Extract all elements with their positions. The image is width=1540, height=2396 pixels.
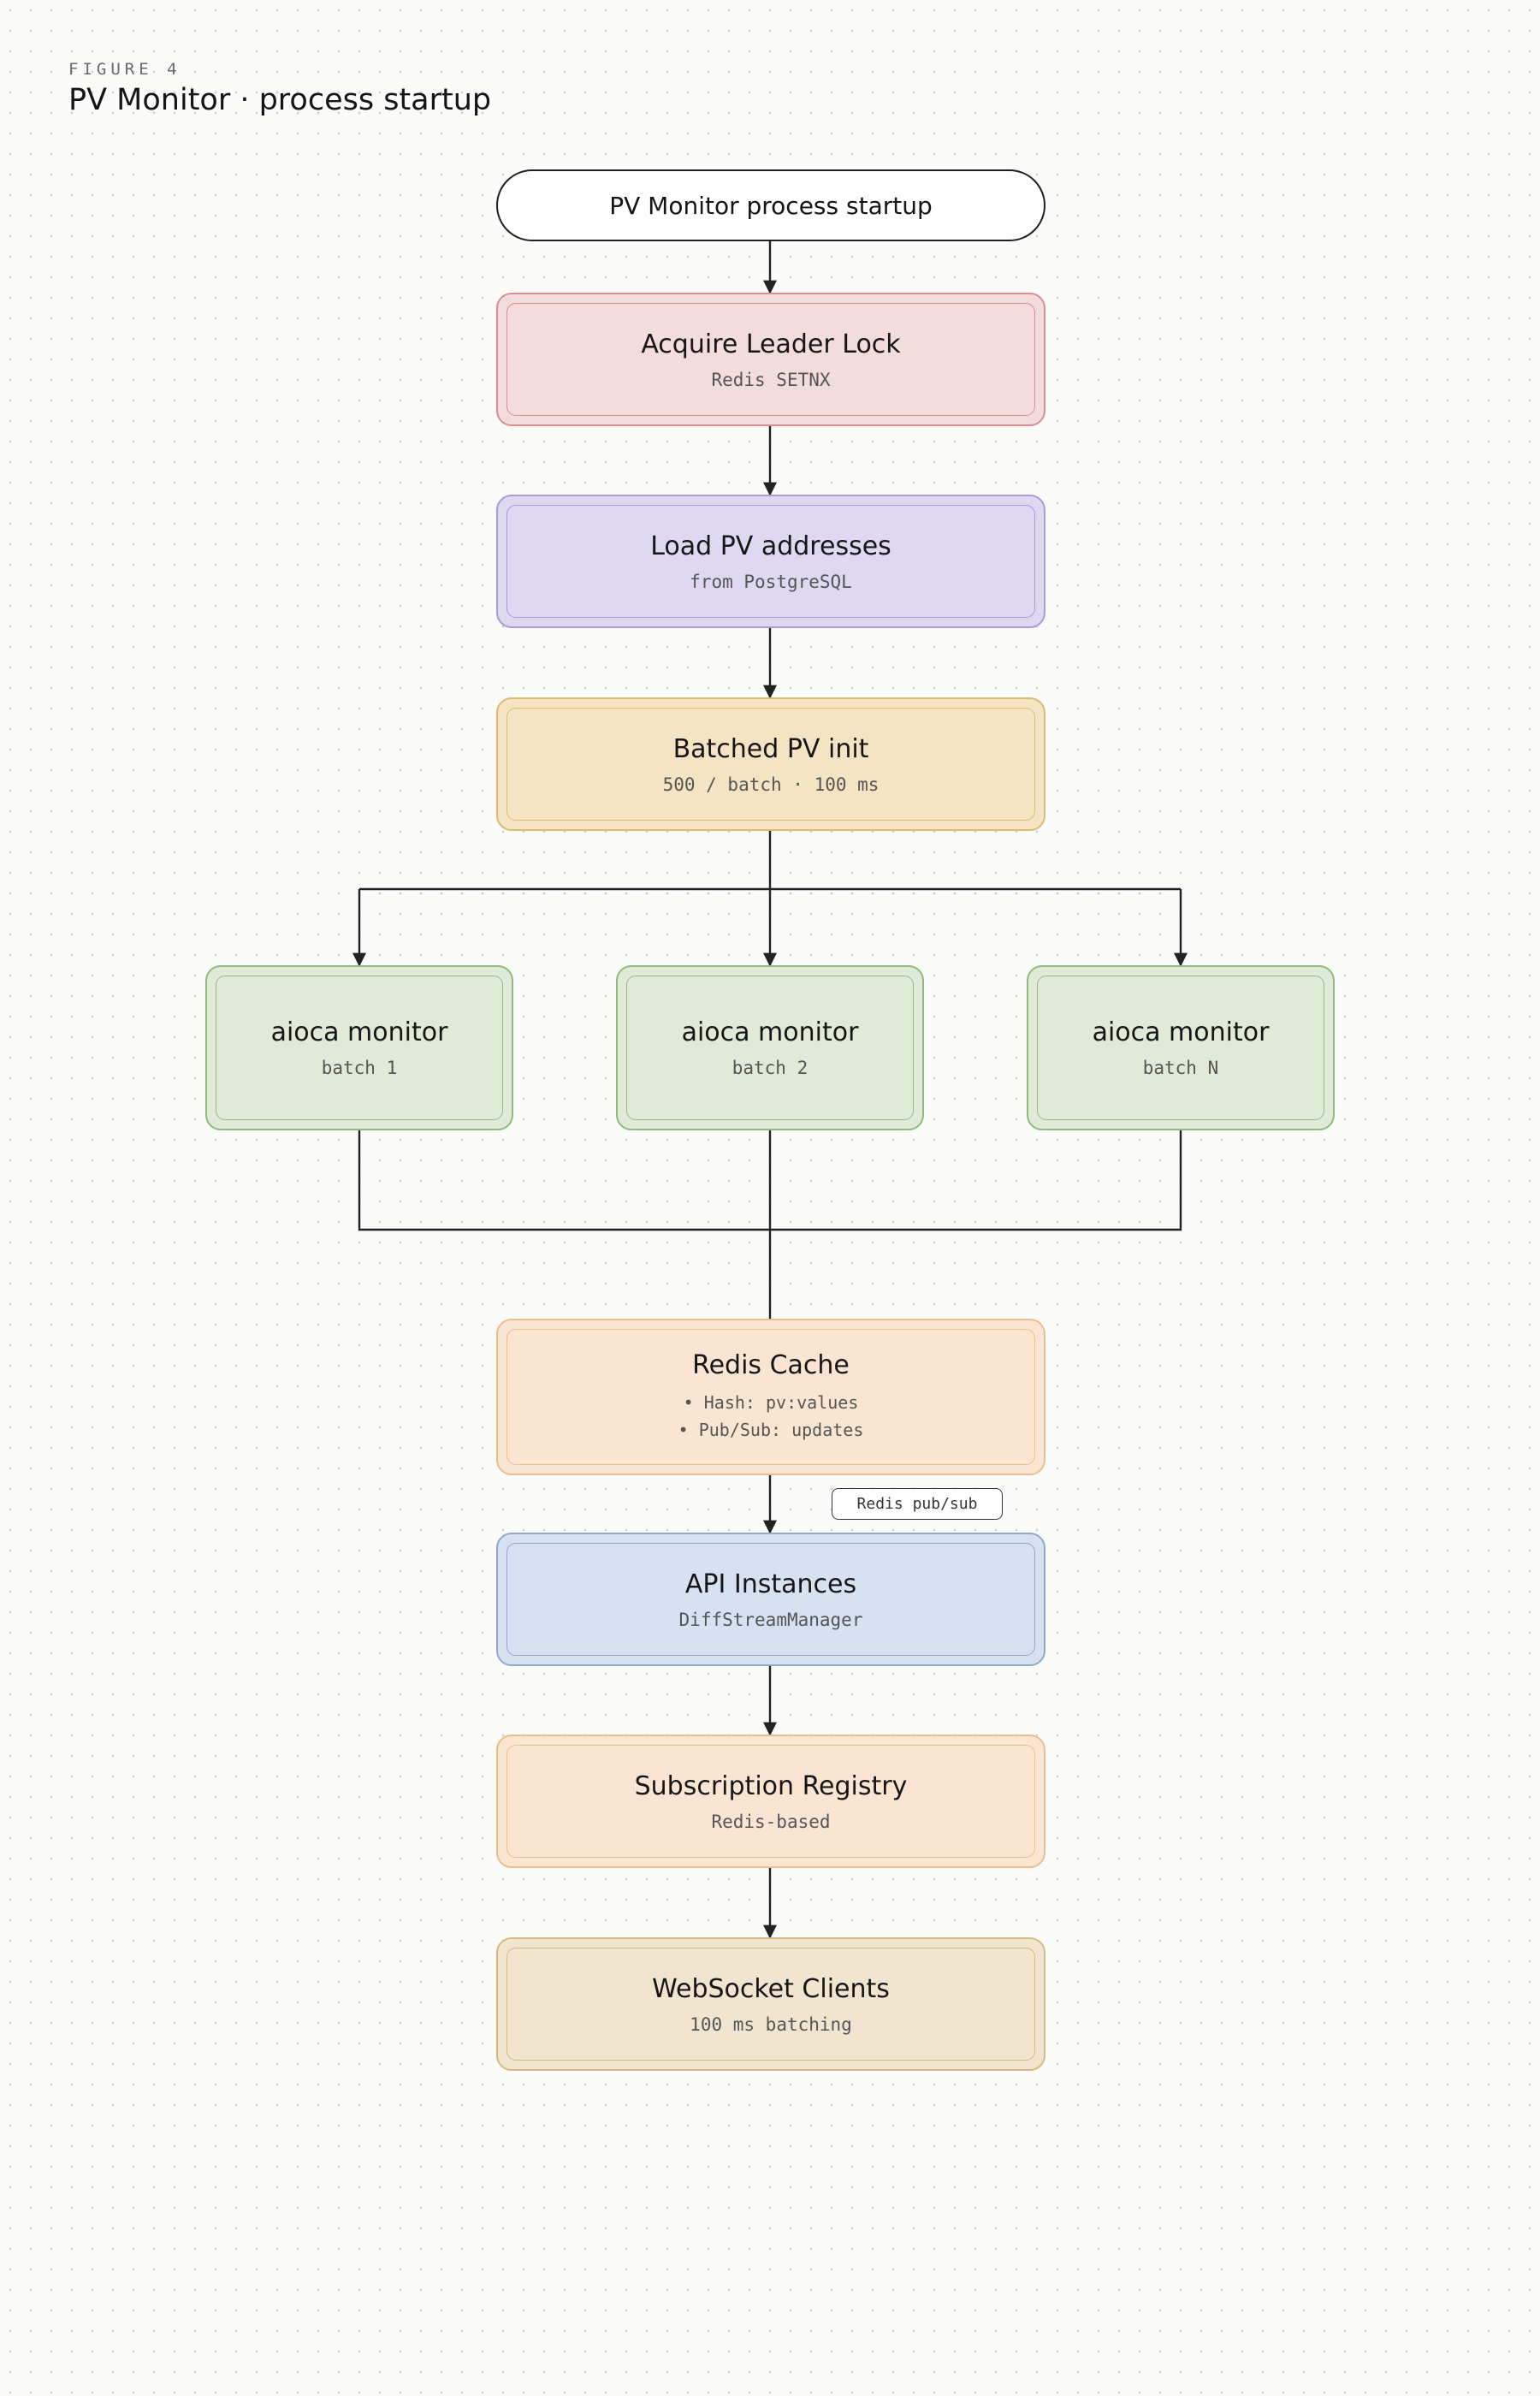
node-subtitle: from PostgreSQL (690, 571, 852, 592)
node-title: aioca monitor (270, 1017, 448, 1047)
node-title: API Instances (684, 1569, 857, 1599)
list-item: Pub/Sub: updates (678, 1416, 864, 1444)
edge-init-fanout-bus (359, 831, 1181, 891)
node-websocket-clients: WebSocket Clients 100 ms batching (496, 1937, 1045, 2071)
node-title: Acquire Leader Lock (641, 329, 901, 359)
node-title: Redis Cache (692, 1350, 850, 1380)
node-subtitle: 100 ms batching (690, 2013, 852, 2035)
edge-monitors-merge (358, 1130, 1182, 1319)
node-subtitle: DiffStreamManager (678, 1609, 863, 1630)
node-aioca-monitor-batch-2: aioca monitor batch 2 (616, 965, 924, 1130)
node-acquire-leader-lock: Acquire Leader Lock Redis SETNX (496, 293, 1045, 426)
start-label: PV Monitor process startup (609, 191, 933, 220)
node-subtitle: batch N (1142, 1058, 1219, 1078)
node-load-pv-addresses: Load PV addresses from PostgreSQL (496, 495, 1045, 628)
node-aioca-monitor-batch-n: aioca monitor batch N (1027, 965, 1335, 1130)
node-aioca-monitor-batch-1: aioca monitor batch 1 (205, 965, 513, 1130)
node-title: Subscription Registry (634, 1770, 908, 1801)
node-subscription-registry: Subscription Registry Redis-based (496, 1735, 1045, 1868)
node-subtitle: 500 / batch · 100 ms (662, 774, 880, 795)
node-subtitle: batch 1 (321, 1058, 398, 1078)
node-bullet-list: Hash: pv:values Pub/Sub: updates (678, 1389, 864, 1444)
node-title: aioca monitor (1092, 1017, 1270, 1047)
node-api-instances: API Instances DiffStreamManager (496, 1533, 1045, 1666)
node-subtitle: Redis-based (711, 1811, 831, 1832)
figure-title: PV Monitor · process startup (68, 83, 492, 117)
node-subtitle: batch 2 (732, 1058, 808, 1078)
node-title: aioca monitor (681, 1017, 859, 1047)
edge-label-text: Redis pub/sub (856, 1495, 978, 1513)
node-batched-pv-init: Batched PV init 500 / batch · 100 ms (496, 697, 1045, 831)
edge-label-redis-pubsub: Redis pub/sub (832, 1488, 1003, 1520)
node-title: Load PV addresses (650, 531, 891, 561)
start-terminal: PV Monitor process startup (496, 169, 1045, 241)
node-subtitle: Redis SETNX (711, 369, 831, 390)
node-redis-cache: Redis Cache Hash: pv:values Pub/Sub: upd… (496, 1319, 1045, 1475)
list-item: Hash: pv:values (678, 1389, 864, 1416)
figure-label: FIGURE 4 (68, 60, 181, 79)
node-title: Batched PV init (672, 733, 869, 764)
node-title: WebSocket Clients (652, 1973, 890, 2004)
